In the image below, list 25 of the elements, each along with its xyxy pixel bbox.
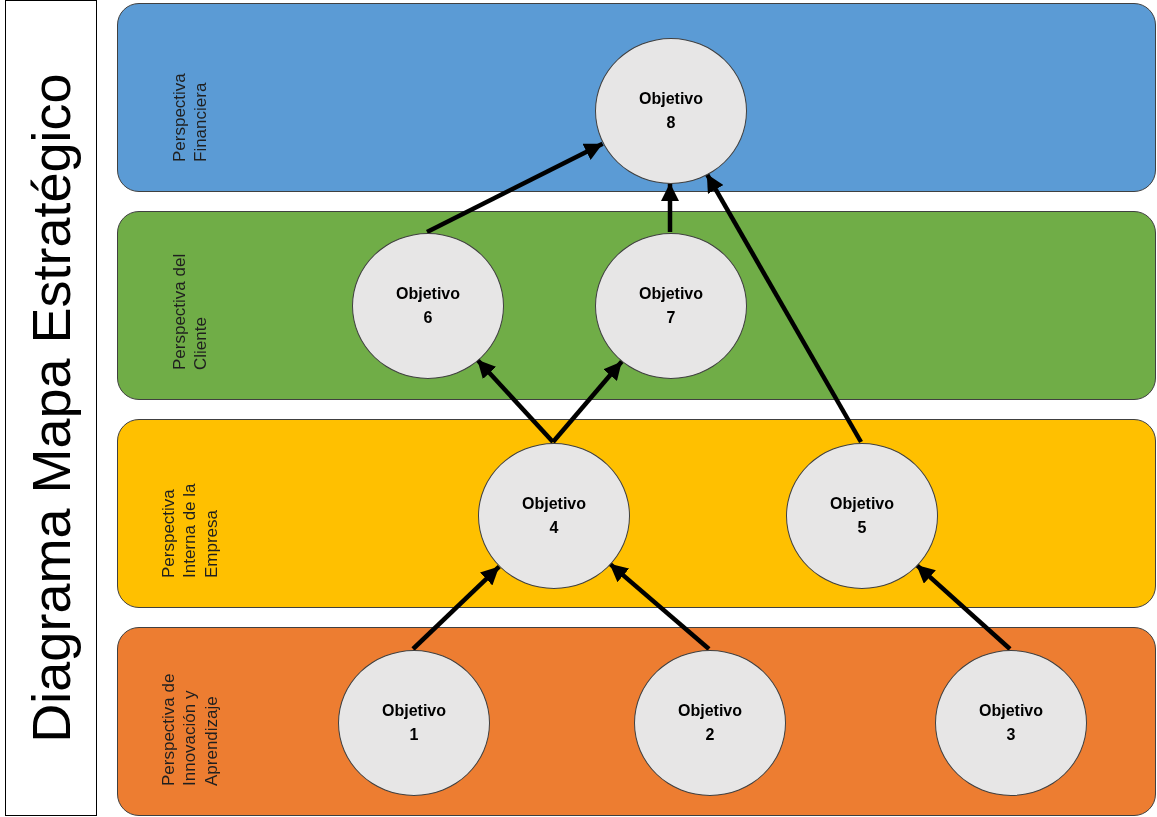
diagram-title: Diagrama Mapa Estratégico xyxy=(20,73,82,743)
perspective-band xyxy=(117,419,1156,608)
arrow xyxy=(704,172,863,444)
perspective-band xyxy=(117,3,1156,192)
arrow xyxy=(914,563,1012,651)
perspective-band xyxy=(117,211,1156,400)
objective-label: Objetivo 7 xyxy=(638,284,704,328)
band-label: Perspectiva Financiera xyxy=(168,71,211,162)
objective-label: Objetivo 4 xyxy=(521,494,587,538)
band-label: Perspectiva del Cliente xyxy=(168,252,211,370)
objective-label: Objetivo 3 xyxy=(978,701,1044,745)
arrow xyxy=(411,564,501,651)
band-label: Perspectiva Interna de la Empresa xyxy=(158,482,222,578)
objective-label: Objetivo 1 xyxy=(381,701,447,745)
objective-label: Objetivo 8 xyxy=(638,89,704,133)
arrow xyxy=(475,358,555,444)
objective-label: Objetivo 6 xyxy=(395,284,461,328)
objective-label: Objetivo 2 xyxy=(677,701,743,745)
band-label: Perspectiva de Innovación y Aprendizaje xyxy=(158,672,222,786)
perspective-band xyxy=(117,627,1156,816)
arrow xyxy=(551,360,624,444)
arrow xyxy=(661,183,679,232)
arrow xyxy=(426,141,604,234)
objective-label: Objetivo 5 xyxy=(829,494,895,538)
arrow xyxy=(608,561,711,651)
